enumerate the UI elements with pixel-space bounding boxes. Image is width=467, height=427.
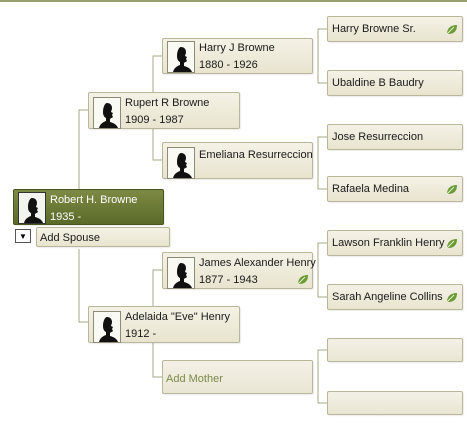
gg-4-name: Rafaela Medina — [332, 183, 410, 195]
person-card-gg-7-empty[interactable] — [327, 338, 463, 362]
gg-2-name: Ubaldine B Baudry — [332, 77, 424, 89]
father-dates: 1909 - 1987 — [125, 114, 184, 126]
person-card-root[interactable]: Robert H. Browne 1935 - — [13, 189, 164, 225]
father-name: Rupert R Browne — [125, 97, 210, 109]
person-card-gg-8-empty[interactable] — [327, 391, 463, 415]
spouse-dropdown-button[interactable]: ▼ — [15, 229, 31, 243]
add-mother-label: Add Mother — [166, 373, 223, 385]
add-spouse-label: Add Spouse — [40, 232, 100, 244]
leaf-icon[interactable] — [296, 273, 309, 286]
person-card-mother[interactable]: Adelaida "Eve" Henry 1912 - — [88, 306, 240, 343]
leaf-icon[interactable] — [445, 237, 458, 250]
gg-5-name: Lawson Franklin Henry — [332, 237, 445, 249]
root-name: Robert H. Browne — [50, 194, 138, 206]
person-silhouette-icon — [18, 192, 46, 224]
person-card-gg-3[interactable]: Jose Resurreccion — [327, 124, 463, 150]
person-card-paternal-grandmother[interactable]: Emeliana Resurreccion — [162, 142, 313, 179]
mother-dates: 1912 - — [125, 328, 157, 340]
add-mother-button[interactable]: Add Mother — [162, 360, 313, 394]
person-card-gg-5[interactable]: Lawson Franklin Henry — [327, 230, 463, 256]
person-silhouette-icon — [93, 97, 121, 129]
person-card-gg-1[interactable]: Harry Browne Sr. — [327, 16, 463, 42]
person-card-gg-6[interactable]: Sarah Angeline Collins — [327, 284, 463, 310]
paternal-grandfather-dates: 1880 - 1926 — [199, 59, 258, 71]
root-dates: 1935 - — [50, 211, 82, 223]
person-silhouette-icon — [167, 147, 195, 179]
person-silhouette-icon — [93, 311, 121, 343]
leaf-icon[interactable] — [445, 291, 458, 304]
person-silhouette-icon — [167, 41, 195, 73]
leaf-icon[interactable] — [445, 23, 458, 36]
top-border — [0, 0, 467, 2]
person-silhouette-icon — [167, 257, 195, 289]
gg-6-name: Sarah Angeline Collins — [332, 291, 443, 303]
maternal-grandfather-name: James Alexander Henry — [199, 257, 316, 269]
add-spouse-button[interactable]: Add Spouse — [36, 227, 170, 247]
person-card-maternal-grandfather[interactable]: James Alexander Henry 1877 - 1943 — [162, 252, 316, 289]
gg-3-name: Jose Resurreccion — [332, 131, 424, 143]
gg-1-name: Harry Browne Sr. — [332, 23, 416, 35]
mother-name: Adelaida "Eve" Henry — [125, 311, 231, 323]
paternal-grandmother-name: Emeliana Resurreccion — [199, 149, 313, 161]
paternal-grandfather-name: Harry J Browne — [199, 42, 275, 54]
triangle-down-icon: ▼ — [19, 232, 27, 241]
person-card-paternal-grandfather[interactable]: Harry J Browne 1880 - 1926 — [162, 38, 313, 74]
maternal-grandfather-dates: 1877 - 1943 — [199, 274, 258, 286]
person-card-gg-2[interactable]: Ubaldine B Baudry — [327, 70, 463, 96]
person-card-gg-4[interactable]: Rafaela Medina — [327, 176, 463, 202]
person-card-father[interactable]: Rupert R Browne 1909 - 1987 — [88, 92, 240, 129]
leaf-icon[interactable] — [445, 183, 458, 196]
